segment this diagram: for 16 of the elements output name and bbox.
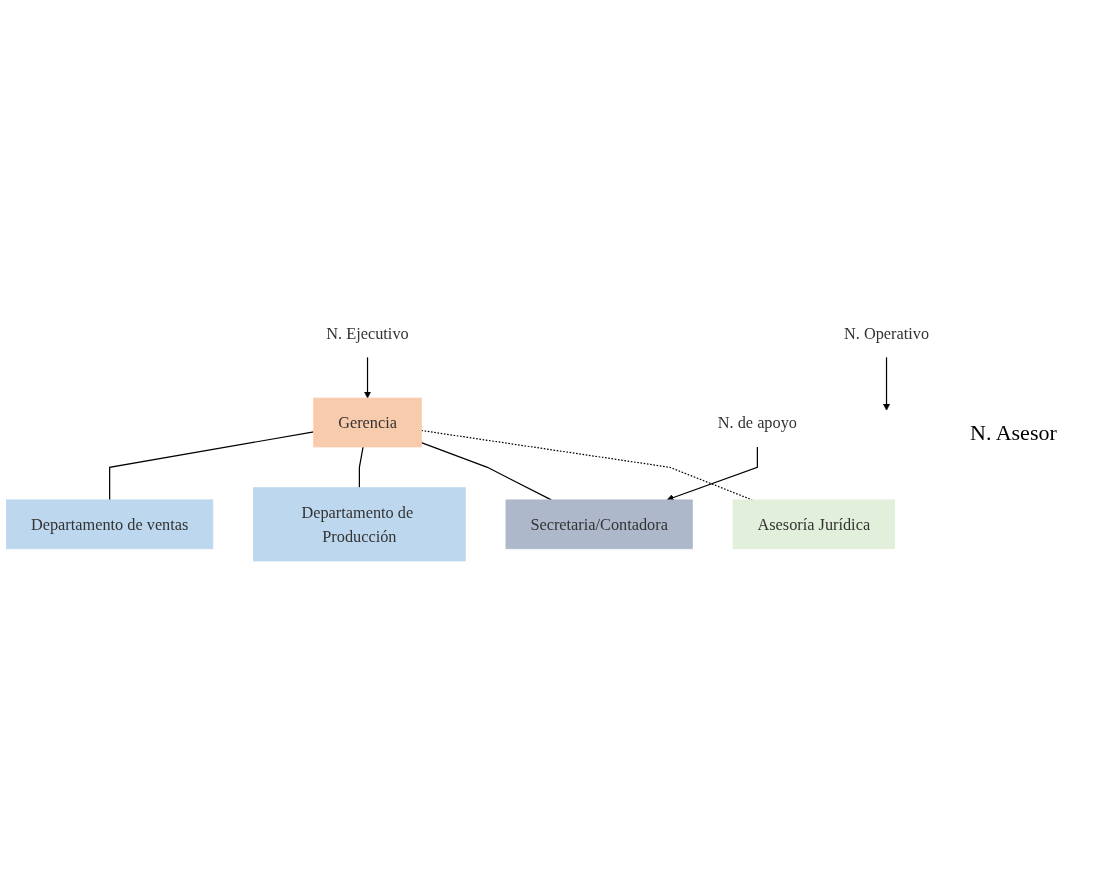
connector <box>420 442 552 501</box>
node-box: Departamento de ventas <box>6 499 214 550</box>
node-box: Departamento de Producción <box>253 487 466 562</box>
node-text: N. Operativo <box>844 324 930 343</box>
connector <box>109 431 315 501</box>
arrow <box>882 357 891 411</box>
node-box: Asesoría Jurídica <box>732 499 895 550</box>
node-box: Secretaria/Contadora <box>505 499 693 550</box>
node-box: Gerencia <box>313 397 422 448</box>
arrow <box>666 446 758 502</box>
connector <box>358 446 364 489</box>
connector <box>420 430 753 501</box>
node-text: N. de apoyo <box>717 413 797 432</box>
level-label: N. Asesor <box>970 420 1057 446</box>
arrow <box>363 357 372 399</box>
node-text: N. Ejecutivo <box>326 324 409 343</box>
